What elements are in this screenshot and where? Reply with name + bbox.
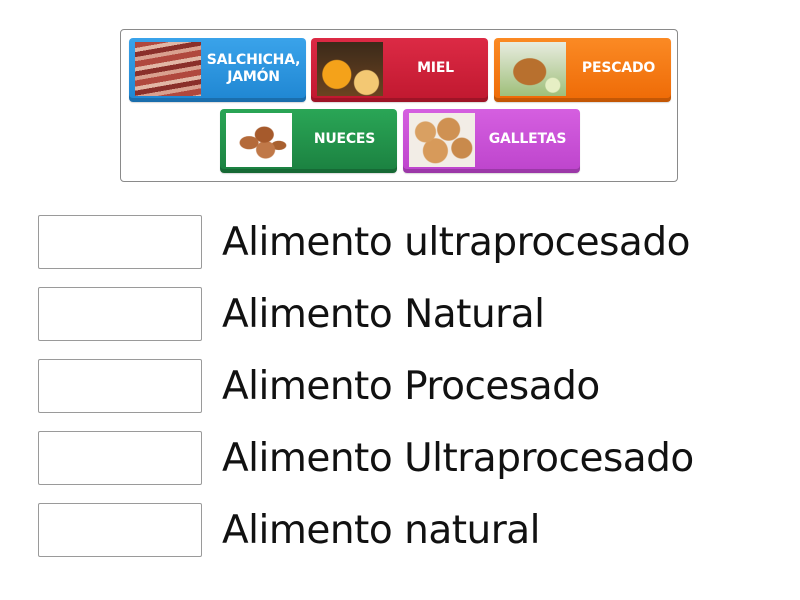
target-label: Alimento Procesado: [222, 363, 600, 409]
target-row: Alimento natural: [38, 502, 541, 558]
drop-slot[interactable]: [38, 431, 202, 485]
target-label: Alimento Natural: [222, 291, 545, 337]
tile-galletas[interactable]: GALLETAS: [403, 109, 580, 173]
tile-label: GALLETAS: [488, 131, 567, 147]
target-label: Alimento ultraprocesado: [222, 219, 690, 265]
tile-label: PESCADO: [581, 60, 656, 76]
fried-fish-image: [500, 42, 566, 96]
cookies-image: [409, 113, 475, 167]
target-row: Alimento Natural: [38, 286, 545, 342]
tile-label: NUECES: [313, 131, 376, 147]
tile-nueces[interactable]: NUECES: [220, 109, 397, 173]
tile-pescado[interactable]: PESCADO: [494, 38, 671, 102]
target-row: Alimento ultraprocesado: [38, 214, 690, 270]
target-row: Alimento Procesado: [38, 358, 600, 414]
tile-label: SALCHICHA, JAMÓN: [206, 51, 301, 85]
honey-image: [317, 42, 383, 96]
target-row: Alimento Ultraprocesado: [38, 430, 694, 486]
drop-slot[interactable]: [38, 359, 202, 413]
target-label: Alimento natural: [222, 507, 541, 553]
target-label: Alimento Ultraprocesado: [222, 435, 694, 481]
drop-slot[interactable]: [38, 215, 202, 269]
tile-label: MIEL: [417, 60, 454, 76]
drop-slot[interactable]: [38, 503, 202, 557]
tile-salchicha-jamon[interactable]: SALCHICHA, JAMÓN: [129, 38, 306, 102]
drop-slot[interactable]: [38, 287, 202, 341]
sausage-ham-image: [135, 42, 201, 96]
pecan-nuts-image: [226, 113, 292, 167]
tile-miel[interactable]: MIEL: [311, 38, 488, 102]
